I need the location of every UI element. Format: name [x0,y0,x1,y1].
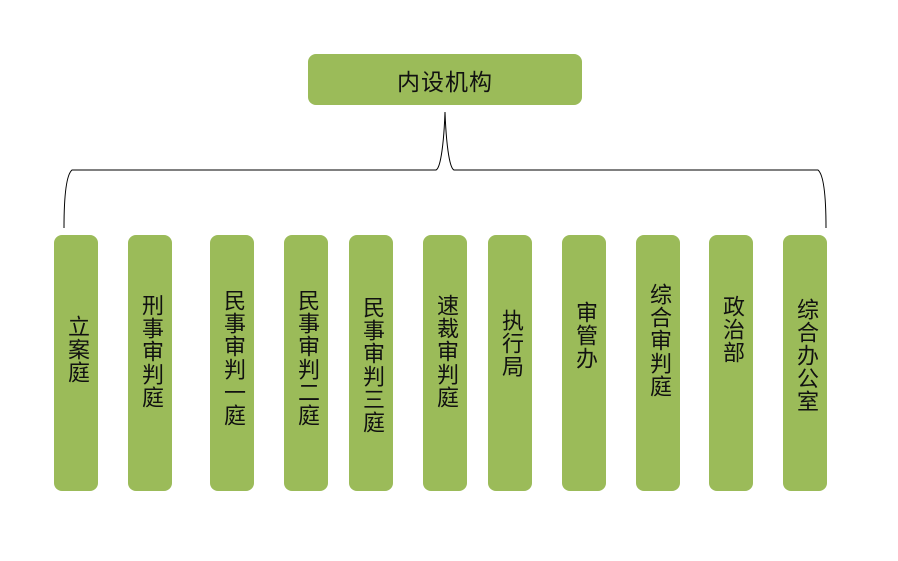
department-node: 审管办 [562,235,606,491]
department-node: 综合办公室 [783,235,827,491]
department-label: 刑事审判庭 [138,293,163,409]
root-node-label: 内设机构 [397,69,493,96]
department-label: 综合审判庭 [646,282,671,398]
department-node: 政治部 [709,235,753,491]
department-label: 审管办 [572,300,597,370]
department-label: 民事审判二庭 [294,289,319,427]
department-node: 民事审判一庭 [210,235,254,491]
department-node: 执行局 [488,235,532,491]
department-label: 民事审判一庭 [220,289,245,427]
department-label: 立案庭 [64,314,89,384]
department-node: 民事审判三庭 [349,235,393,491]
department-node: 刑事审判庭 [128,235,172,491]
department-label: 政治部 [719,294,744,364]
department-label: 民事审判三庭 [359,296,384,434]
department-label: 速裁审判庭 [433,293,458,409]
department-node: 综合审判庭 [636,235,680,491]
department-label: 综合办公室 [793,297,818,413]
root-node-internal-institutions: 内设机构 [308,54,582,105]
department-node: 民事审判二庭 [284,235,328,491]
department-node: 速裁审判庭 [423,235,467,491]
department-node: 立案庭 [54,235,98,491]
department-label: 执行局 [498,308,523,378]
